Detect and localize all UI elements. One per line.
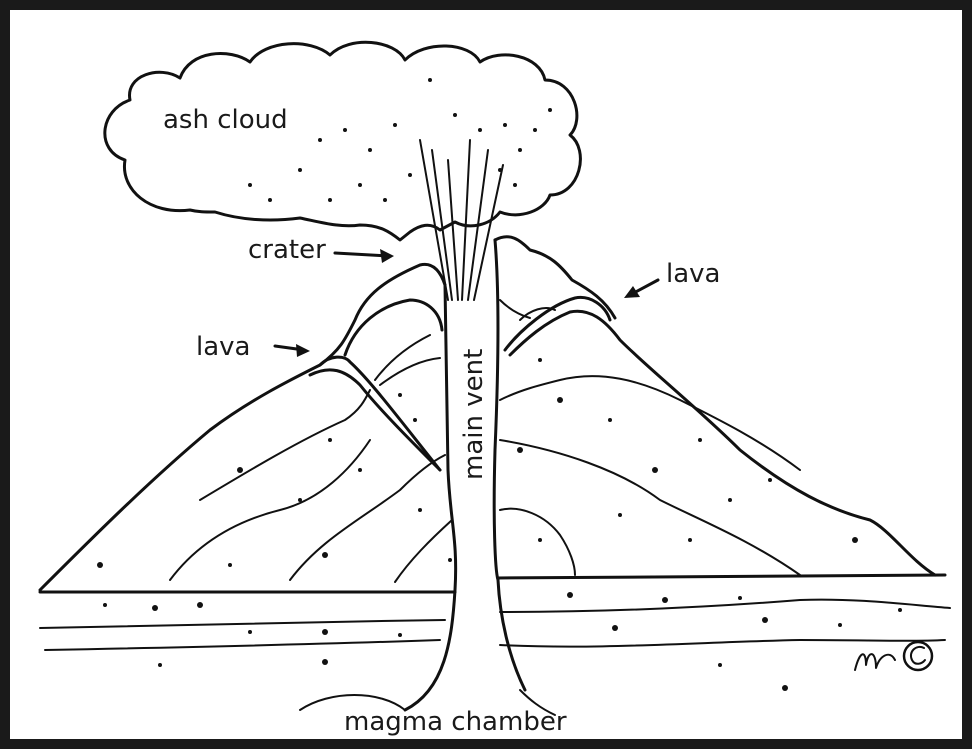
rock-strata [40,575,950,715]
ash-cloud-shape [105,42,581,240]
artist-signature [855,642,932,670]
main-vent-label: main vent [459,349,489,480]
ash-cloud-label: ash cloud [163,105,288,135]
lava-right-label: lava [666,259,720,289]
crater-arrow [335,249,394,263]
ash-speckles [248,78,552,202]
magma-chamber-label: magma chamber [344,707,567,737]
lava-right-arrow [624,280,658,298]
eruption-streaks [420,140,503,300]
crater-label: crater [248,235,326,265]
lava-left-label: lava [196,332,250,362]
lava-left-arrow [275,344,310,357]
